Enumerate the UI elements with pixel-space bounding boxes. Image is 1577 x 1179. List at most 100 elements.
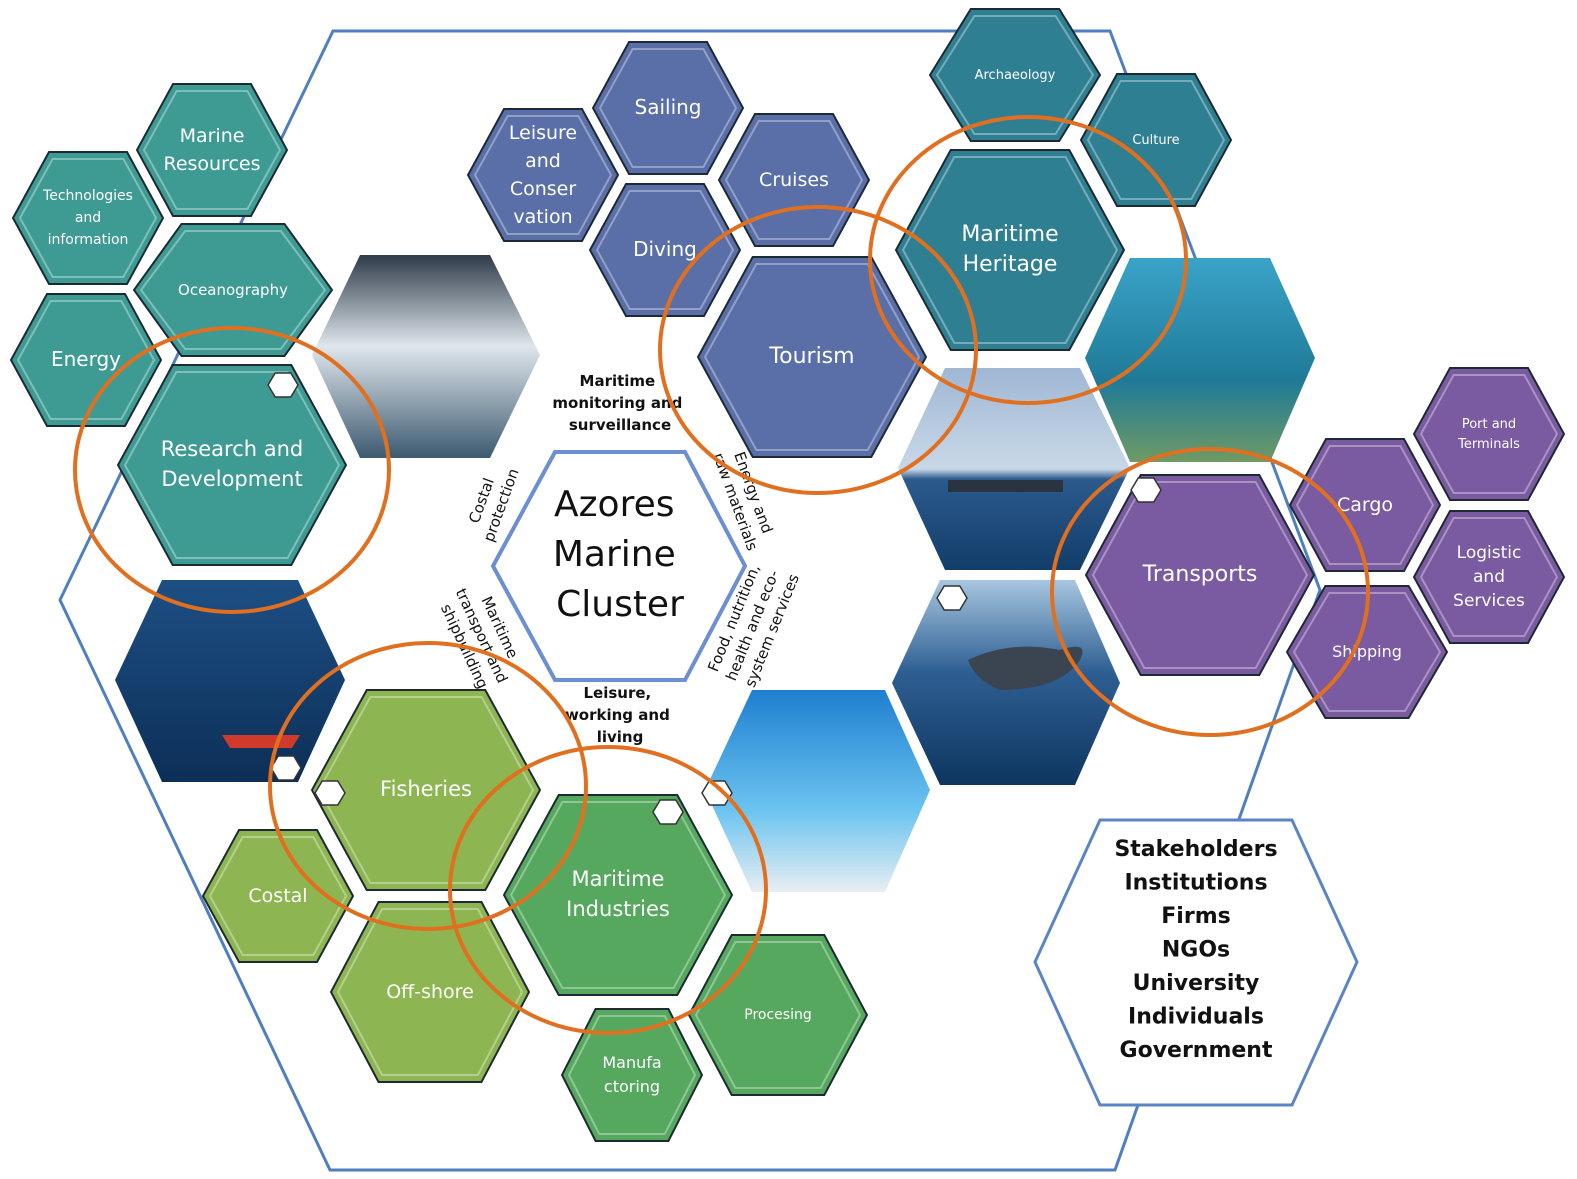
research-marine_resources-gloss xyxy=(142,90,282,210)
tourism-cruises-label-line: Cruises xyxy=(759,169,829,191)
underwater-photo xyxy=(1085,258,1315,462)
center-line-1: Azores xyxy=(554,484,674,525)
industries-manufacturing-hex xyxy=(560,1008,704,1142)
fisheries-costal-label-line: Costal xyxy=(248,885,307,907)
heritage-main-label-line: Maritime xyxy=(961,222,1058,247)
badge-hex xyxy=(314,780,346,806)
boat-shape xyxy=(222,735,300,748)
research-marine_resources-hex xyxy=(135,83,289,217)
tourism-cruises-gloss xyxy=(724,120,864,240)
research-energy-hex xyxy=(9,293,163,427)
heritage-culture-gloss xyxy=(1086,80,1226,200)
waves-photo xyxy=(312,255,540,458)
stakeholders-hex xyxy=(1033,818,1359,1107)
heritage-archaeology-label: Archaeology xyxy=(975,68,1056,83)
heritage-archaeology-hex xyxy=(928,8,1102,142)
tourism-sailing-gloss xyxy=(598,48,738,168)
tourism-leisure-label-line: Conser xyxy=(510,178,577,200)
industries-manufacturing-gloss xyxy=(567,1015,697,1135)
fisheries-offshore-label: Off-shore xyxy=(386,981,474,1003)
research-energy-gloss xyxy=(16,300,156,420)
tourism-sailing-hex-group: Sailing xyxy=(591,41,745,175)
highlight-fisheries xyxy=(268,641,588,931)
highlight-circles xyxy=(73,115,1370,1035)
fishing-boat-photo xyxy=(115,580,345,782)
fisheries-main-hex xyxy=(310,689,542,891)
tourism-diving-label: Diving xyxy=(633,237,697,261)
fisheries-costal-hex-group: Costal xyxy=(201,829,355,963)
research-oceanography-label-line: Oceanography xyxy=(178,281,288,299)
tourism-cruises-hex-group: Cruises xyxy=(717,113,871,247)
tourism-main-label: Tourism xyxy=(768,344,854,369)
industries-procesing-hex-group: Procesing xyxy=(687,934,869,1096)
tourism-main-gloss xyxy=(703,263,921,451)
transports-logistic-label-line: and xyxy=(1473,567,1505,587)
center-line-3: Cluster xyxy=(556,584,684,625)
axis-top-label: Maritime monitoring and surveillance xyxy=(552,372,687,434)
fisheries-main-label: Fisheries xyxy=(380,777,472,801)
tourism-leisure-label-line: Leisure xyxy=(509,122,577,144)
fisheries-costal-gloss xyxy=(208,836,348,956)
industries-main-label-line: Industries xyxy=(566,897,670,921)
industries-main-label-line: Maritime xyxy=(572,867,665,891)
transports-logistic-label-line: Logistic xyxy=(1457,543,1522,563)
transports-logistic-hex xyxy=(1412,510,1566,644)
transports-logistic-gloss xyxy=(1419,517,1559,637)
stakeholder-item: Individuals xyxy=(1128,1005,1264,1030)
research-technologies-label-line: Technologies xyxy=(42,188,133,204)
highlight-research xyxy=(73,326,391,614)
research-oceanography-gloss xyxy=(139,230,327,350)
badge-hex xyxy=(701,780,733,806)
tourism-leisure-hex xyxy=(466,108,620,242)
tourism-diving-gloss xyxy=(595,190,735,310)
fisheries-offshore-hex-group: Off-shore xyxy=(329,901,531,1083)
research-oceanography-hex xyxy=(132,223,334,357)
heritage-culture-label-line: Culture xyxy=(1132,133,1179,148)
badge-hex xyxy=(1130,477,1162,503)
transports-shipping-hex-group: Shipping xyxy=(1285,585,1449,719)
badge-hex xyxy=(270,755,302,781)
research-technologies-label-line: and xyxy=(75,210,101,226)
industries-manufacturing-label-line: Manufa xyxy=(602,1053,661,1072)
tourism-diving-label-line: Diving xyxy=(633,237,697,261)
photo-hexes xyxy=(115,255,1315,892)
transports-shipping-label: Shipping xyxy=(1332,642,1402,661)
stakeholder-item: University xyxy=(1133,971,1260,996)
transports-main-hex-group: Transports xyxy=(1084,474,1316,676)
research-energy-label-line: Energy xyxy=(51,347,121,371)
research-main-label-line: Development xyxy=(161,467,302,491)
transports-main-label-line: Transports xyxy=(1142,562,1258,587)
tourism-main-hex-group: Tourism xyxy=(696,256,928,458)
transports-shipping-gloss xyxy=(1292,592,1442,712)
heritage-archaeology-hex-group: Archaeology xyxy=(928,8,1102,142)
research-oceanography-label: Oceanography xyxy=(178,281,288,299)
fisheries-main-label-line: Fisheries xyxy=(380,777,472,801)
tourism-cruises-label: Cruises xyxy=(759,169,829,191)
badge-hex xyxy=(267,372,299,398)
research-marine_resources-label-line: Marine xyxy=(180,125,245,147)
transports-logistic-label-line: Services xyxy=(1453,591,1525,611)
center-hex xyxy=(490,450,748,682)
transports-port-label-line: Terminals xyxy=(1457,437,1520,452)
fisheries-main-hex-group: Fisheries xyxy=(310,689,542,891)
tourism-main-label-line: Tourism xyxy=(768,344,854,369)
transports-port-hex xyxy=(1412,367,1566,501)
research-oceanography-hex-group: Oceanography xyxy=(132,223,334,357)
transports-cargo-hex xyxy=(1288,438,1442,572)
tourism-sailing-hex xyxy=(591,41,745,175)
tourism-diving-hex-group: Diving xyxy=(588,183,742,317)
transports-main-hex xyxy=(1084,474,1316,676)
